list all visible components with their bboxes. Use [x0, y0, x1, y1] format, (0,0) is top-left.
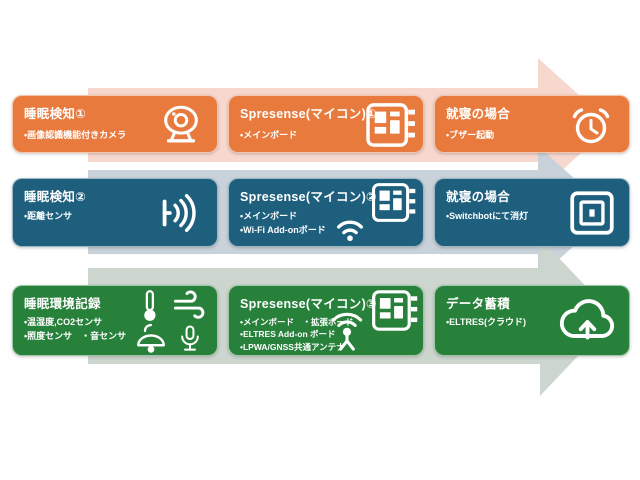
circuit-board-icon: [371, 182, 417, 223]
card-title: Spresense(マイコン)③: [240, 297, 377, 311]
wind-icon: [172, 290, 208, 321]
card-spresense-2: Spresense(マイコン)② •メインボード •Wi-Fi Add-onボー…: [228, 178, 424, 247]
card-spresense-1: Spresense(マイコン)① •メインボード: [228, 95, 424, 153]
card-sleep-environment-log: 睡眠環境記録 •温湿度,CO2センサ •照度センサ ・音センサ: [12, 285, 218, 356]
card-title: 睡眠検知②: [24, 190, 87, 204]
ceiling-light-icon: [133, 322, 169, 355]
alarm-clock-icon: [567, 101, 615, 149]
card-title: 就寝の場合: [446, 107, 511, 121]
cloud-upload-icon: [555, 292, 619, 348]
card-sleep-detection-2: 睡眠検知② •距離センサ: [12, 178, 218, 247]
card-spresense-3: Spresense(マイコン)③ •メインボード ・拡張ボード •ELTRES …: [228, 285, 424, 356]
card-bedtime-buzzer: 就寝の場合 •ブザー起動: [434, 95, 630, 153]
card-sleep-detection-1: 睡眠検知① •画像認識機能付きカメラ: [12, 95, 218, 153]
microphone-icon: [175, 324, 205, 354]
antenna-icon: [327, 308, 367, 352]
card-bullet: •ELTRES(クラウド): [446, 317, 526, 327]
card-bullet: •照度センサ ・音センサ: [24, 330, 127, 341]
card-bullet: •Wi-Fi Add-onボード: [240, 224, 326, 235]
card-title: 就寝の場合: [446, 190, 511, 204]
sensor-icon-cluster: [131, 289, 209, 355]
card-bullet: •距離センサ: [24, 211, 73, 221]
card-data-accumulation: データ蓄積 •ELTRES(クラウド): [434, 285, 630, 356]
card-bullet: •Switchbotにて消灯: [446, 211, 529, 221]
switchbot-icon: [567, 188, 617, 238]
webcam-icon: [158, 102, 204, 148]
distance-sensor-icon: [155, 190, 201, 236]
card-title: Spresense(マイコン)②: [240, 190, 377, 204]
card-bullet: •メインボード ・拡張ボード: [240, 317, 354, 327]
card-bullet: •ブザー起動: [446, 130, 495, 140]
card-bullet: •メインボード: [240, 130, 298, 140]
card-bullet: •画像認識機能付きカメラ: [24, 130, 127, 140]
card-title: Spresense(マイコン)①: [240, 107, 377, 121]
card-bullet: •ELTRES Add-on ボード: [240, 329, 336, 340]
wifi-icon: [331, 209, 369, 242]
circuit-board-icon: [365, 102, 417, 148]
card-title: 睡眠環境記録: [24, 297, 101, 311]
card-bullet: •LPWA/GNSS共通アンテナ: [240, 341, 345, 352]
card-title: 睡眠検知①: [24, 107, 87, 121]
thermometer-icon: [140, 289, 162, 322]
circuit-board-icon: [371, 289, 419, 332]
card-bullet: •メインボード: [240, 211, 298, 221]
card-title: データ蓄積: [446, 297, 511, 311]
card-bedtime-switchbot: 就寝の場合 •Switchbotにて消灯: [434, 178, 630, 247]
card-bullet: •温湿度,CO2センサ: [24, 317, 103, 327]
